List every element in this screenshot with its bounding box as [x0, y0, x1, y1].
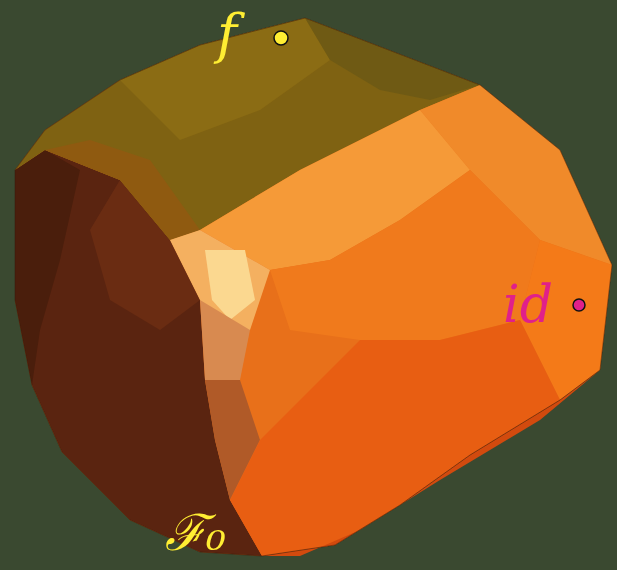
- point-marker: [573, 299, 585, 311]
- math-label: id: [503, 278, 553, 330]
- math-label: f: [217, 8, 237, 62]
- point-marker: [274, 31, 288, 45]
- math-label: ℱ₀: [165, 508, 226, 558]
